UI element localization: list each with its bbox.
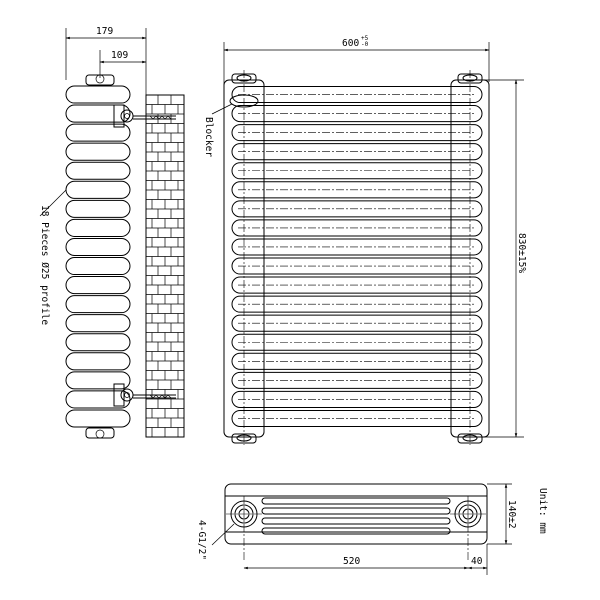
dimension-depth-pipe: 109 [99, 50, 147, 78]
radiator-tube [231, 143, 483, 161]
tube-array [231, 86, 483, 428]
plug-top-left [231, 73, 257, 84]
profile-tube [65, 352, 131, 371]
plan-view: 520 40 140±2 4-G1/2" Unit: mm [196, 483, 548, 575]
bottom-plug-icon [95, 429, 105, 439]
unit-label: Unit: mm [537, 488, 548, 534]
radiator-tube [231, 371, 483, 389]
radiator-tube [231, 86, 483, 104]
blocker-leader [211, 103, 233, 115]
plan-outline [224, 483, 488, 545]
dimension-pipe-centres-label: 520 [343, 556, 360, 567]
profile-tube [65, 199, 131, 218]
dimension-width-label: 600 [342, 38, 359, 49]
plan-slot [261, 517, 451, 525]
profile-tube [65, 333, 131, 352]
top-plug-icon [95, 74, 105, 84]
dimension-depth-total-label: 179 [96, 26, 113, 37]
profile-tube [65, 276, 131, 295]
wall [145, 94, 185, 438]
dimension-plan-depth: 140±2 [487, 483, 517, 545]
radiator-tube [231, 333, 483, 351]
radiator-tube [231, 162, 483, 180]
profile-tube [65, 257, 131, 276]
plan-slot [261, 507, 451, 515]
profile-leader [39, 189, 67, 217]
wall-bracket-top [113, 104, 176, 128]
blocker-icon [229, 94, 259, 108]
profile-tube [65, 409, 131, 428]
plan-slot [261, 497, 451, 505]
profile-tube [65, 142, 131, 161]
plug-bottom-right [457, 433, 483, 444]
profile-tube [65, 218, 131, 237]
plan-slot [261, 527, 451, 535]
plug-top-right [457, 73, 483, 84]
radiator-tube [231, 219, 483, 237]
connection-right-icon [450, 496, 486, 562]
dimension-depth-pipe-label: 109 [111, 50, 128, 61]
radiator-tube [231, 181, 483, 199]
width-tolerance-upper: +5 [361, 35, 369, 42]
radiator-tube [231, 295, 483, 313]
plug-bottom-left [231, 433, 257, 444]
radiator-tube [231, 390, 483, 408]
profile-tube [65, 85, 131, 104]
profile-tube [65, 180, 131, 199]
side-view: 179 109 [39, 26, 185, 439]
radiator-tube [231, 352, 483, 370]
profile-label: 18 Pieces Ø25 profile [39, 205, 50, 325]
radiator-tube [231, 276, 483, 294]
radiator-tube [231, 409, 483, 428]
wall-bracket-bottom [113, 383, 176, 407]
dimension-end-offset-label: 40 [471, 556, 483, 567]
dimension-plan-depth-label: 140±2 [506, 500, 517, 529]
dimension-pipe-centres: 520 [243, 556, 469, 570]
radiator-tube [231, 314, 483, 332]
connection-left-icon [226, 496, 262, 562]
profile-tube [65, 237, 131, 256]
front-view: 600 +5 -0 830±15% Blocker [203, 35, 527, 445]
bottom-cap [85, 427, 115, 439]
profile-tube [65, 161, 131, 180]
radiator-tube [231, 238, 483, 256]
profile-tube [65, 390, 131, 409]
connection-label: 4-G1/2" [196, 520, 207, 560]
profile-tube [65, 295, 131, 314]
radiator-tube [231, 124, 483, 142]
radiator-tube [231, 105, 483, 123]
profile-tube [65, 123, 131, 142]
dimension-height-label: 830±15% [516, 233, 527, 273]
column-profile [65, 85, 131, 428]
width-tolerance-lower: -0 [361, 41, 369, 48]
radiator-tube [231, 200, 483, 218]
blocker-label: Blocker [203, 117, 214, 157]
profile-tube [65, 371, 131, 390]
radiator-tube [231, 257, 483, 275]
dimension-end-offset: 40 [467, 544, 488, 575]
dimension-height: 830±15% [480, 79, 527, 438]
profile-tube [65, 104, 131, 123]
connection-leader [211, 523, 235, 546]
profile-tube [65, 314, 131, 333]
